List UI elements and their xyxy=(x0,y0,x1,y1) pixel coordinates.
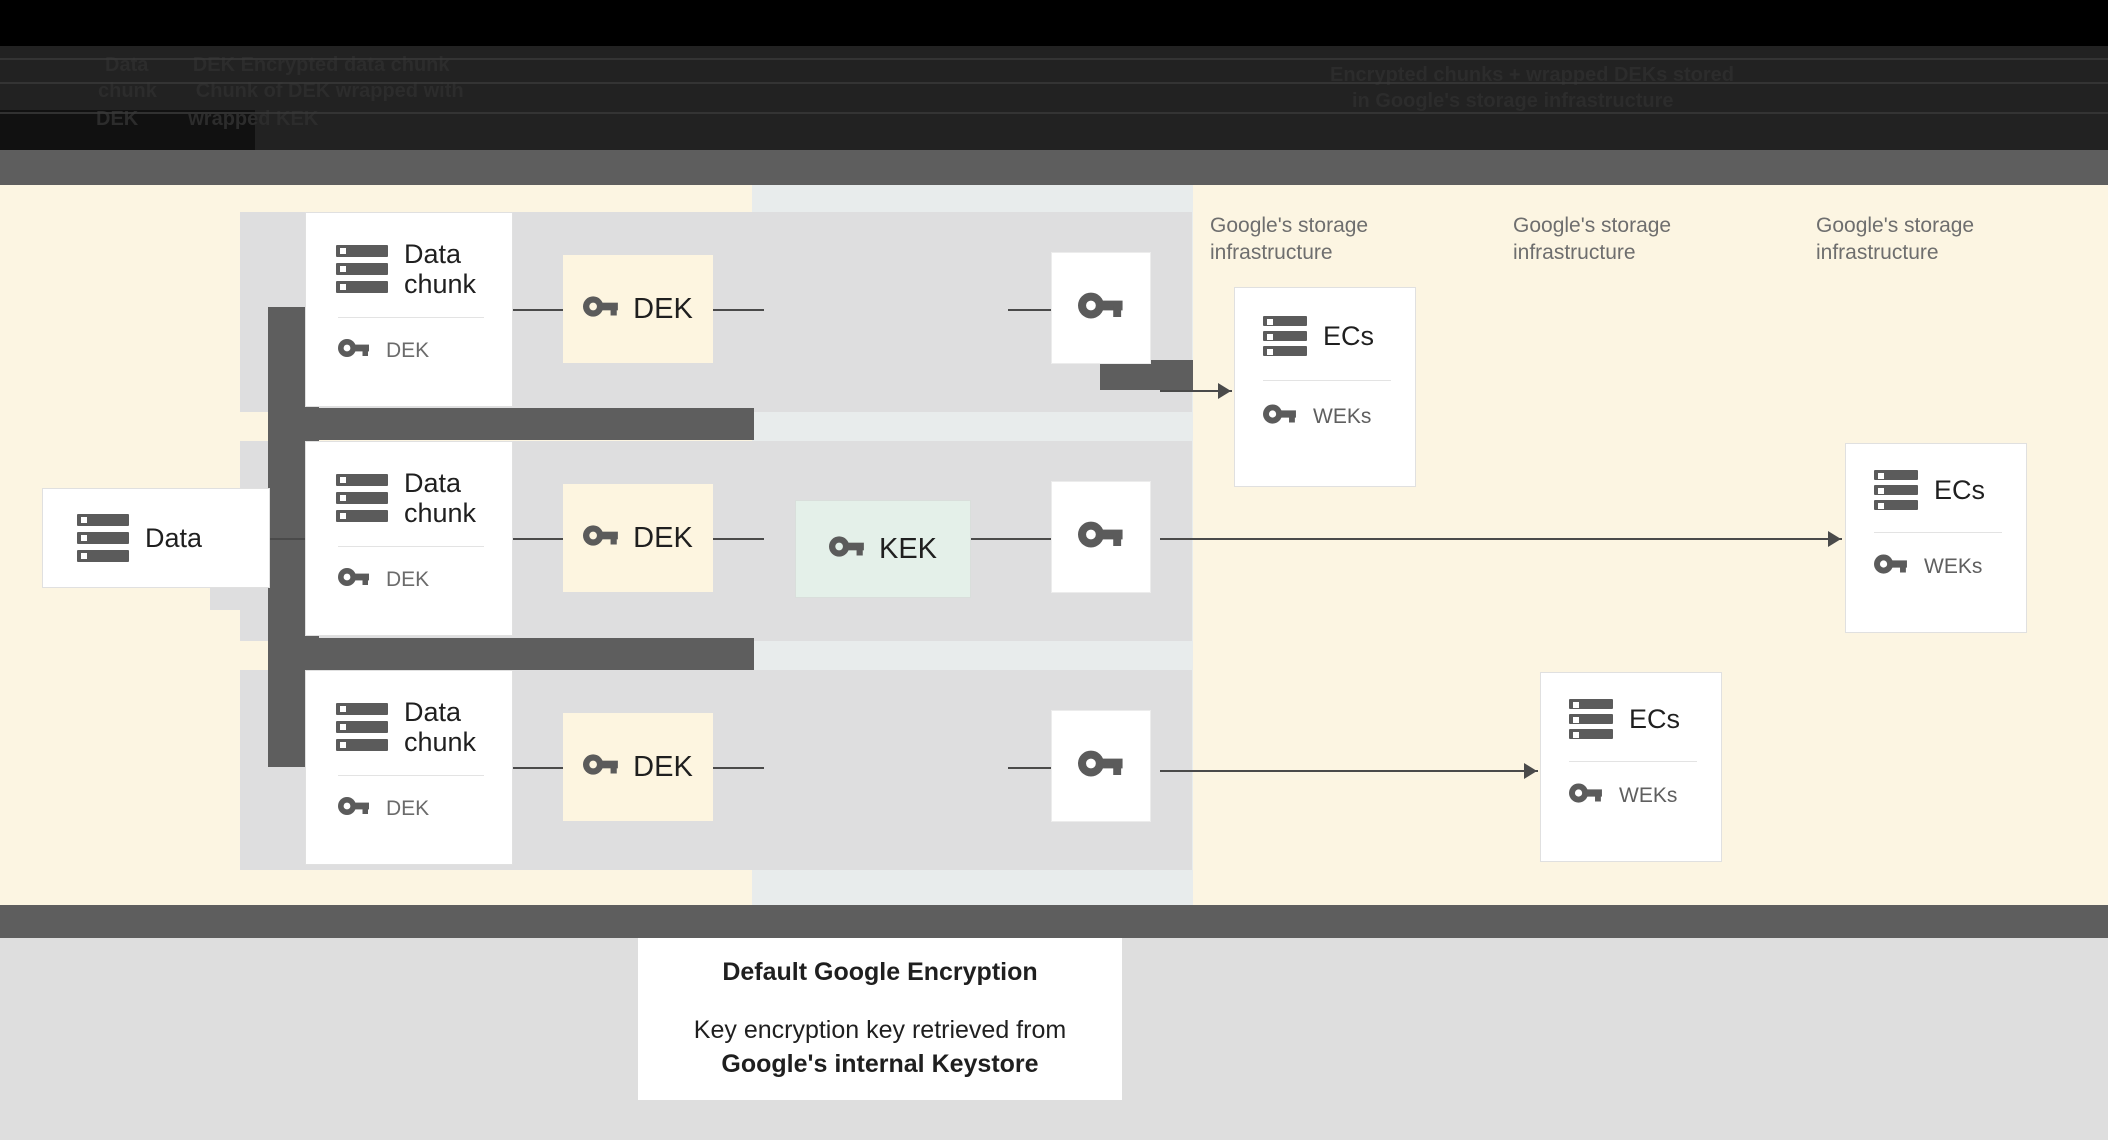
connector-wkey3-to-ec3 xyxy=(1160,770,1538,772)
ec-key-label-3: WEKs xyxy=(1619,783,1678,807)
chunk-key-label-1: DEK xyxy=(386,338,430,362)
data-chunk-card-3[interactable]: Data chunk DEK xyxy=(305,670,513,865)
server-icon xyxy=(77,514,129,562)
card-divider xyxy=(1874,532,2002,533)
chunk-title-2: Data chunk xyxy=(404,468,477,528)
caption-body-line-1: Key encryption key retrieved from xyxy=(693,1015,1067,1044)
caption-body-line-2: Google's internal Keystore xyxy=(721,1049,1039,1078)
key-icon xyxy=(338,796,370,821)
ec-title-1: ECs xyxy=(1323,321,1375,351)
key-icon xyxy=(1078,749,1124,783)
kek-chip-label: KEK xyxy=(878,532,938,565)
header-right-line-2: in Google's storage infrastructure xyxy=(1352,90,1674,112)
ec-key-label-2: WEKs xyxy=(1924,554,1983,578)
storage-label-2: Google's storage infrastructure xyxy=(1513,214,1672,264)
server-icon xyxy=(1569,699,1613,739)
connector-data-to-chunk xyxy=(228,538,318,540)
header-text-line-1: Data DEK Encrypted data chunk xyxy=(105,54,450,76)
connector-kek-to-wkey2 xyxy=(968,538,1060,540)
dek-chip-label-2: DEK xyxy=(633,521,693,554)
connector-chunk2-to-dek2 xyxy=(512,538,564,540)
key-icon xyxy=(583,295,619,323)
branch-bar-1 xyxy=(268,408,754,440)
dek-chip-1[interactable]: DEK xyxy=(563,255,713,363)
key-icon xyxy=(1078,520,1124,554)
server-icon xyxy=(336,245,388,293)
ec-card-2[interactable]: ECs WEKs xyxy=(1845,443,2027,633)
ec-card-3[interactable]: ECs WEKs xyxy=(1540,672,1722,862)
key-icon xyxy=(1874,553,1908,580)
storage-label-3: Google's storage infrastructure xyxy=(1816,214,1975,264)
ec-title-3: ECs xyxy=(1629,704,1681,734)
chunk-key-label-2: DEK xyxy=(386,567,430,591)
connector-dek3-out xyxy=(712,767,764,769)
server-icon xyxy=(336,703,388,751)
key-icon xyxy=(338,567,370,592)
key-icon xyxy=(338,338,370,363)
caption-title: Default Google Encryption xyxy=(722,957,1038,986)
card-divider xyxy=(338,317,484,318)
connector-to-wkey3 xyxy=(1008,767,1060,769)
server-icon xyxy=(1263,316,1307,356)
storage-label-1: Google's storage infrastructure xyxy=(1210,214,1369,264)
connector-dek2-out xyxy=(712,538,764,540)
header-text-line-2: chunk Chunk of DEK wrapped with xyxy=(98,80,464,102)
key-icon xyxy=(1263,403,1297,430)
connector-to-wkey1 xyxy=(1008,309,1060,311)
data-source-card[interactable]: Data xyxy=(42,488,270,588)
header-text-line-3: DEK wrapped KEK xyxy=(96,108,319,130)
branch-bar-3 xyxy=(1100,360,1193,390)
caption-box: Default Google Encryption Key encryption… xyxy=(638,938,1122,1100)
dek-chip-label-3: DEK xyxy=(633,750,693,783)
kek-chip[interactable]: KEK xyxy=(795,500,971,598)
arrow-to-ec2 xyxy=(1828,531,1841,547)
connector-wkey1-to-ec1 xyxy=(1160,390,1232,392)
dek-chip-2[interactable]: DEK xyxy=(563,484,713,592)
card-divider xyxy=(1263,380,1391,381)
card-divider xyxy=(1569,761,1697,762)
wrapped-key-card-2[interactable] xyxy=(1051,481,1151,593)
chunk-title-3: Data chunk xyxy=(404,697,477,757)
dek-chip-3[interactable]: DEK xyxy=(563,713,713,821)
ec-card-1[interactable]: ECs WEKs xyxy=(1234,287,1416,487)
connector-wkey2-to-ec2 xyxy=(1160,538,1842,540)
wrapped-key-card-3[interactable] xyxy=(1051,710,1151,822)
ec-key-label-1: WEKs xyxy=(1313,404,1372,428)
card-divider xyxy=(338,775,484,776)
chunk-key-label-3: DEK xyxy=(386,796,430,820)
caption-body: Key encryption key retrieved from Google… xyxy=(694,1013,1066,1081)
connector-chunk1-to-dek1 xyxy=(512,309,564,311)
ec-title-2: ECs xyxy=(1934,475,1986,505)
card-divider xyxy=(338,546,484,547)
top-black-bar xyxy=(0,0,2108,46)
arrow-to-ec3 xyxy=(1524,763,1537,779)
key-icon xyxy=(1569,782,1603,809)
top-dark-band xyxy=(0,150,2108,185)
data-chunk-card-2[interactable]: Data chunk DEK xyxy=(305,441,513,636)
key-icon xyxy=(828,535,865,563)
header-right-line-1: Encrypted chunks + wrapped DEKs stored xyxy=(1330,64,1734,86)
connector-chunk3-to-dek3 xyxy=(512,767,564,769)
key-icon xyxy=(1078,291,1124,325)
connector-dek1-out xyxy=(712,309,764,311)
key-icon xyxy=(583,753,619,781)
obscured-header-strip xyxy=(0,46,2108,150)
key-icon xyxy=(583,524,619,552)
wrapped-key-card-1[interactable] xyxy=(1051,252,1151,364)
arrow-to-ec1 xyxy=(1218,383,1231,399)
server-icon xyxy=(1874,470,1918,510)
data-chunk-card-1[interactable]: Data chunk DEK xyxy=(305,212,513,407)
dek-chip-label-1: DEK xyxy=(633,292,693,325)
obscured-header-left-block xyxy=(0,110,255,150)
bottom-dark-band xyxy=(0,905,2108,938)
server-icon xyxy=(336,474,388,522)
branch-bar-2 xyxy=(268,638,754,670)
chunk-title-1: Data chunk xyxy=(404,239,477,299)
data-source-label: Data xyxy=(145,523,203,553)
